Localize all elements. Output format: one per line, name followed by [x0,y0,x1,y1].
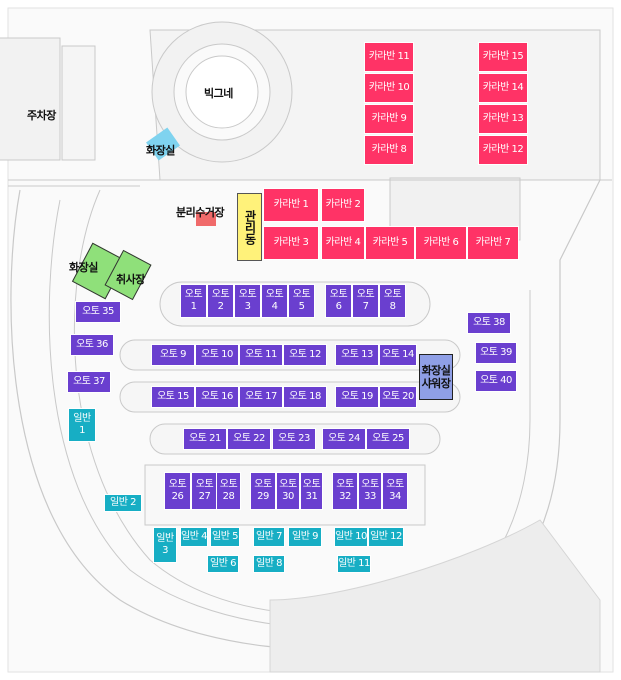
recycle-building [196,212,216,226]
admin-building[interactable]: 관리동 [237,193,262,261]
general-site-10[interactable]: 일반 10 [334,527,368,547]
caravan-site-14[interactable]: 카라반 14 [478,73,528,103]
auto-site-17[interactable]: 오토 17 [239,386,283,408]
general-site-2[interactable]: 일반 2 [104,494,142,512]
caravan-site-15[interactable]: 카라반 15 [478,42,528,72]
auto-site-38[interactable]: 오토 38 [467,312,511,334]
caravan-site-11[interactable]: 카라반 11 [364,42,414,72]
auto-site-39[interactable]: 오토 39 [475,342,517,364]
auto-site-2[interactable]: 오토 2 [207,284,234,318]
auto-site-3[interactable]: 오토 3 [234,284,261,318]
auto-site-35[interactable]: 오토 35 [75,301,121,323]
auto-site-28[interactable]: 오토 28 [216,472,241,510]
toilet-top-label[interactable]: 화장실 [146,144,175,157]
auto-site-23[interactable]: 오토 23 [272,428,316,450]
auto-site-31[interactable]: 오토 31 [300,472,323,510]
auto-site-6[interactable]: 오토 6 [325,284,352,318]
auto-site-13[interactable]: 오토 13 [335,344,379,366]
general-site-7[interactable]: 일반 7 [253,527,285,547]
auto-site-16[interactable]: 오토 16 [195,386,239,408]
auto-site-24[interactable]: 오토 24 [322,428,366,450]
auto-site-12[interactable]: 오토 12 [283,344,327,366]
caravan-site-10[interactable]: 카라반 10 [364,73,414,103]
general-site-3[interactable]: 일반 3 [153,527,177,563]
auto-site-33[interactable]: 오토 33 [358,472,382,510]
recycle-label[interactable]: 분리수거장 [176,206,225,219]
auto-site-21[interactable]: 오토 21 [183,428,227,450]
auto-site-10[interactable]: 오토 10 [195,344,239,366]
caravan-site-12[interactable]: 카라반 12 [478,135,528,165]
general-site-5[interactable]: 일반 5 [210,527,240,547]
parking-label: 주차장 [27,109,56,122]
auto-site-37[interactable]: 오토 37 [67,371,111,393]
auto-site-19[interactable]: 오토 19 [335,386,379,408]
auto-site-15[interactable]: 오토 15 [151,386,195,408]
general-site-9[interactable]: 일반 9 [288,527,322,547]
caravan-site-13[interactable]: 카라반 13 [478,104,528,134]
auto-site-29[interactable]: 오토 29 [250,472,276,510]
general-site-1[interactable]: 일반 1 [68,408,96,442]
auto-site-36[interactable]: 오토 36 [70,334,114,356]
auto-site-32[interactable]: 오토 32 [332,472,358,510]
auto-site-7[interactable]: 오토 7 [352,284,379,318]
auto-site-14[interactable]: 오토 14 [379,344,417,366]
auto-site-27[interactable]: 오토 27 [191,472,218,510]
auto-site-18[interactable]: 오토 18 [283,386,327,408]
auto-site-1[interactable]: 오토 1 [180,284,207,318]
auto-site-34[interactable]: 오토 34 [382,472,408,510]
auto-site-11[interactable]: 오토 11 [239,344,283,366]
general-site-12[interactable]: 일반 12 [368,527,404,547]
auto-site-25[interactable]: 오토 25 [366,428,410,450]
big-tent-label: 빅그네 [204,87,233,100]
auto-site-20[interactable]: 오토 20 [379,386,417,408]
auto-site-26[interactable]: 오토 26 [164,472,191,510]
caravan-site-3[interactable]: 카라반 3 [263,226,319,260]
general-site-11[interactable]: 일반 11 [337,555,371,573]
general-site-8[interactable]: 일반 8 [253,555,285,573]
auto-site-22[interactable]: 오토 22 [227,428,271,450]
caravan-site-9[interactable]: 카라반 9 [364,104,414,134]
general-site-6[interactable]: 일반 6 [207,555,239,573]
cooking-label[interactable]: 취사장 [116,273,145,286]
caravan-site-1[interactable]: 카라반 1 [263,188,319,222]
caravan-site-5[interactable]: 카라반 5 [365,226,415,260]
general-site-4[interactable]: 일반 4 [180,527,208,547]
caravan-site-4[interactable]: 카라반 4 [321,226,365,260]
auto-site-5[interactable]: 오토 5 [288,284,315,318]
auto-site-8[interactable]: 오토 8 [379,284,406,318]
caravan-site-7[interactable]: 카라반 7 [467,226,519,260]
auto-site-4[interactable]: 오토 4 [261,284,288,318]
caravan-site-8[interactable]: 카라반 8 [364,135,414,165]
toilet-left-label[interactable]: 화장실 [69,261,98,274]
auto-site-40[interactable]: 오토 40 [475,370,517,392]
auto-site-30[interactable]: 오토 30 [276,472,300,510]
auto-site-9[interactable]: 오토 9 [151,344,195,366]
caravan-site-2[interactable]: 카라반 2 [321,188,365,222]
caravan-site-6[interactable]: 카라반 6 [415,226,467,260]
shower-building[interactable]: 화장실 샤워장 [419,354,453,400]
